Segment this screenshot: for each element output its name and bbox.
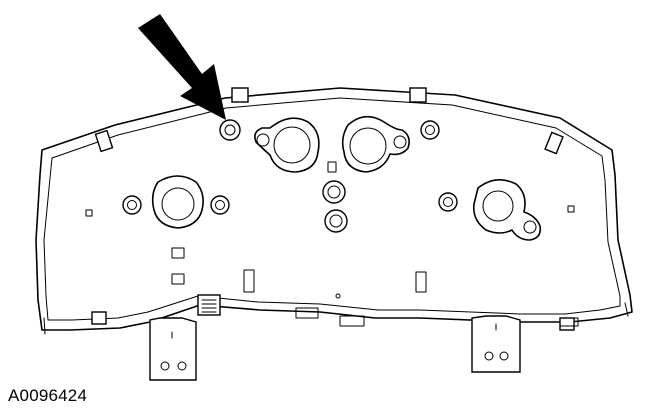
mounting-bracket-right xyxy=(471,315,521,373)
bulb-socket xyxy=(219,119,241,141)
gauge-pod-right xyxy=(472,179,542,241)
lower-rail xyxy=(295,307,579,327)
bulb-sockets xyxy=(122,119,458,233)
bulb-socket xyxy=(420,120,440,140)
gauge-pod-left xyxy=(151,175,204,229)
small-tabs xyxy=(85,161,575,299)
callout-arrow xyxy=(138,14,226,120)
bulb-socket xyxy=(322,180,346,204)
bulb-socket xyxy=(438,192,458,212)
gauge-pod-right-upper xyxy=(341,115,410,173)
figure-id-label: A0096424 xyxy=(8,386,88,405)
bulb-socket xyxy=(122,195,142,215)
mounting-bracket-left xyxy=(149,317,197,381)
gauge-pod-left-upper xyxy=(254,117,320,173)
bulb-socket xyxy=(324,209,348,233)
housing-clips xyxy=(91,87,575,331)
electrical-connector xyxy=(197,294,221,316)
bulb-socket xyxy=(210,195,230,215)
